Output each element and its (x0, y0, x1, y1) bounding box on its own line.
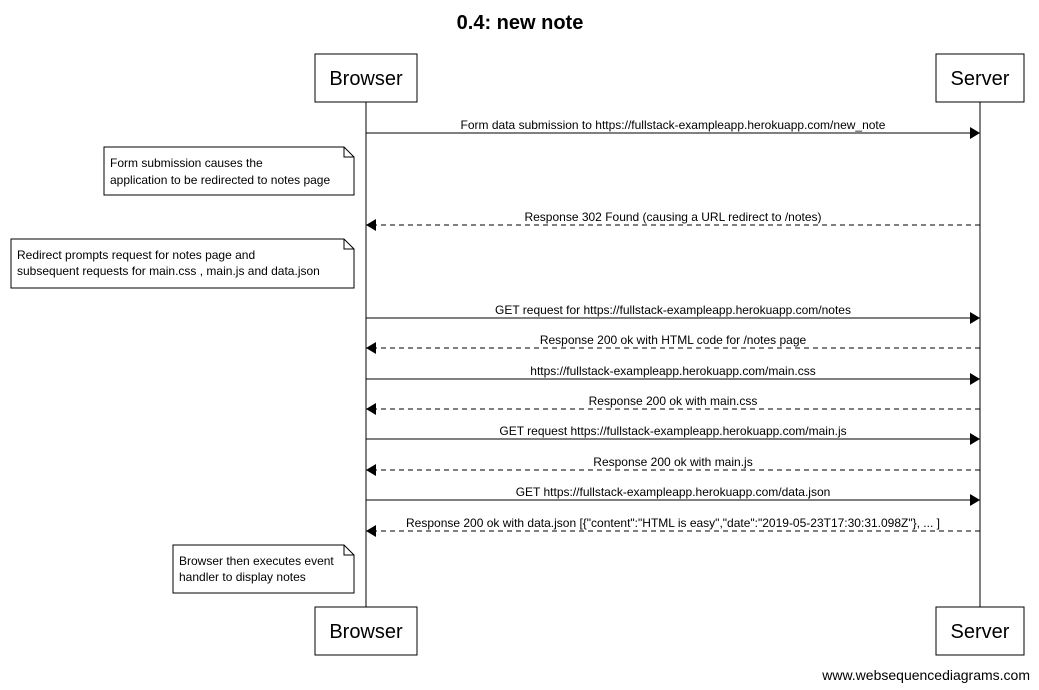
note-redirect-explanation: Form submission causes the application t… (103, 146, 355, 196)
message-get-main-js: GET request https://fullstack-exampleapp… (366, 424, 980, 445)
note-line: handler to display notes (179, 570, 306, 584)
note-line: application to be redirected to notes pa… (110, 173, 330, 187)
message-label: https://fullstack-exampleapp.herokuapp.c… (530, 364, 815, 378)
browser-actor-top: Browser (314, 53, 418, 103)
message-get-data-json: GET https://fullstack-exampleapp.herokua… (366, 485, 980, 506)
message-label: GET request https://fullstack-exampleapp… (499, 424, 846, 438)
message-form-submission: Form data submission to https://fullstac… (366, 118, 980, 139)
message-get-notes: GET request for https://fullstack-exampl… (366, 303, 980, 324)
message-label: Response 302 Found (causing a URL redire… (524, 210, 821, 224)
message-label: GET https://fullstack-exampleapp.herokua… (516, 485, 831, 499)
message-label: Response 200 ok with main.css (589, 394, 758, 408)
server-actor-bottom: Server (935, 606, 1025, 656)
message-302-response: Response 302 Found (causing a URL redire… (366, 210, 980, 231)
message-data-json-response: Response 200 ok with data.json [{"conten… (366, 516, 980, 537)
browser-actor-label: Browser (329, 68, 403, 90)
server-actor-top: Server (935, 53, 1025, 103)
credit-text: www.websequencediagrams.com (821, 667, 1030, 683)
message-main-js-response: Response 200 ok with main.js (366, 455, 980, 476)
message-label: Response 200 ok with data.json [{"conten… (406, 516, 940, 530)
message-label: Response 200 ok with HTML code for /note… (540, 333, 807, 347)
note-line: Browser then executes event (179, 554, 334, 568)
note-line: subsequent requests for main.css , main.… (17, 264, 320, 278)
note-subsequent-requests: Redirect prompts request for notes page … (10, 238, 355, 289)
note-line: Redirect prompts request for notes page … (17, 248, 255, 262)
note-event-handler: Browser then executes event handler to d… (172, 544, 355, 594)
server-actor-label: Server (951, 621, 1010, 643)
message-get-main-css: https://fullstack-exampleapp.herokuapp.c… (366, 364, 980, 385)
diagram-title: 0.4: new note (457, 12, 584, 34)
browser-actor-label: Browser (329, 621, 403, 643)
server-actor-label: Server (951, 68, 1010, 90)
message-label: Form data submission to https://fullstac… (461, 118, 886, 132)
note-line: Form submission causes the (110, 156, 263, 170)
message-notes-html-response: Response 200 ok with HTML code for /note… (366, 333, 980, 354)
browser-actor-bottom: Browser (314, 606, 418, 656)
message-main-css-response: Response 200 ok with main.css (366, 394, 980, 415)
message-label: GET request for https://fullstack-exampl… (495, 303, 851, 317)
message-label: Response 200 ok with main.js (593, 455, 752, 469)
